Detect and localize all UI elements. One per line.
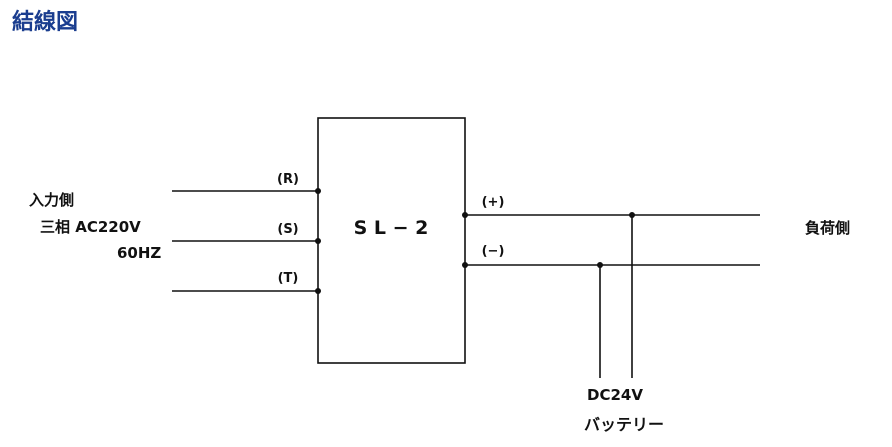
terminal-label-minus: (−) <box>482 244 505 259</box>
terminal-label-r: (R) <box>277 172 299 187</box>
input-phase-label: 三相 AC220V <box>40 218 141 236</box>
input-side-label: 入力側 <box>29 191 74 209</box>
terminal-label-s: (S) <box>277 222 298 237</box>
device-box <box>317 117 466 364</box>
battery-voltage-label: DC24V <box>587 386 643 404</box>
battery-name-label: バッテリー <box>584 415 664 434</box>
terminal-label-plus: (+) <box>482 195 505 210</box>
device-label: S L − 2 <box>354 217 429 239</box>
terminal-label-t: (T) <box>278 271 299 286</box>
junction-node-minus <box>597 262 603 268</box>
terminal-node-t <box>315 288 321 294</box>
load-side-label: 負荷側 <box>805 219 850 237</box>
input-frequency-label: 60HZ <box>117 244 161 262</box>
junction-node-plus <box>629 212 635 218</box>
terminal-node-s <box>315 238 321 244</box>
terminal-node-minus <box>462 262 468 268</box>
terminal-node-plus <box>462 212 468 218</box>
page-title: 結線図 <box>12 10 79 35</box>
terminal-node-r <box>315 188 321 194</box>
